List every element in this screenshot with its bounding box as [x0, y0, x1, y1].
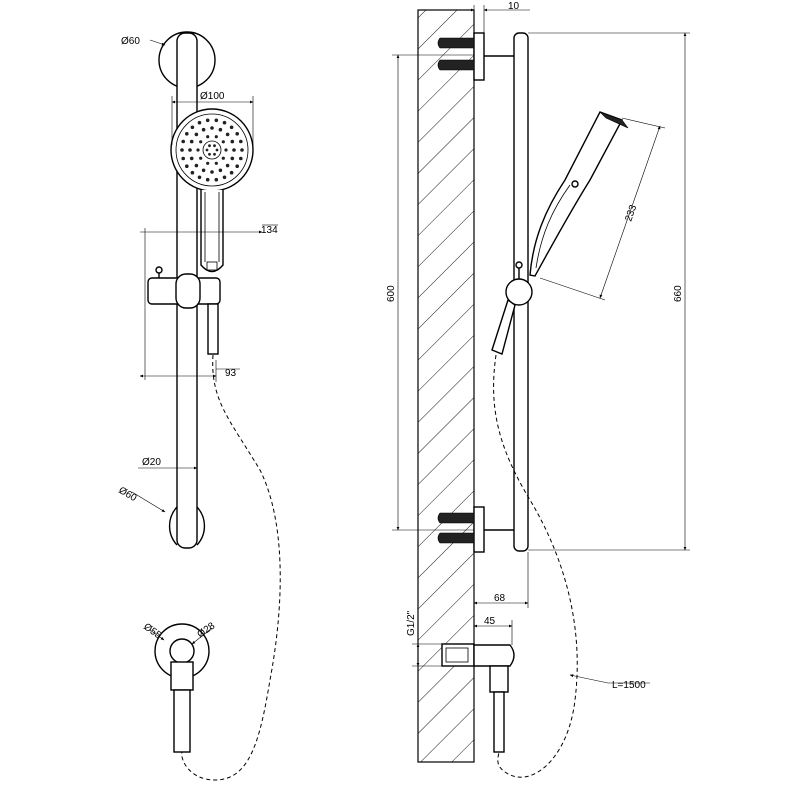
nozzle-dot — [194, 132, 199, 137]
dim-600-label: 600 — [386, 285, 397, 302]
nozzle-dot — [189, 156, 194, 161]
nozzle-dot — [214, 161, 218, 165]
nozzle-dot — [210, 170, 214, 174]
nozzle-dot — [222, 120, 227, 125]
wall-outlet-side — [441, 643, 515, 753]
nozzle-dot — [188, 148, 192, 152]
nozzle-dot — [235, 132, 239, 136]
dim-68-label: 68 — [494, 593, 506, 604]
nozzle-dot — [222, 175, 227, 180]
hand-shower-front — [170, 108, 254, 273]
nozzle-dot — [199, 156, 203, 160]
dim-93-label: 93 — [225, 368, 237, 379]
dim-g12-label: G1/2" — [406, 610, 417, 636]
nozzle-dot — [205, 148, 209, 152]
nozzle-dot — [185, 132, 189, 136]
nozzle-dot — [240, 148, 244, 152]
hose-side — [493, 354, 578, 778]
wall-section — [417, 9, 475, 763]
nozzle-dot — [229, 125, 234, 130]
nozzle-dot — [197, 175, 202, 180]
nozzle-dot — [213, 144, 216, 148]
dim-hose-length-label: L=1500 — [612, 680, 646, 691]
nozzle-dot — [230, 156, 235, 161]
nozzle-dot — [225, 163, 230, 168]
nozzle-dot — [181, 156, 185, 161]
nozzle-dot — [199, 140, 203, 144]
nozzle-dot — [239, 139, 243, 144]
bottom-bracket-front — [168, 506, 206, 546]
dim-dia28-label: Ø28 — [195, 620, 217, 640]
nozzle-dot — [194, 163, 199, 168]
nozzle-dot — [214, 118, 219, 123]
nozzle-dot — [190, 170, 195, 175]
dim-dia60-top-label: Ø60 — [121, 36, 140, 47]
dim-134-label: 134 — [261, 225, 278, 236]
nozzle-dot — [221, 140, 225, 144]
nozzle-dot — [225, 132, 230, 137]
nozzle-dot — [185, 164, 189, 168]
nozzle-dot — [205, 177, 210, 182]
nozzle-dot — [189, 139, 194, 144]
dim-10-label: 10 — [508, 1, 520, 12]
top-bracket-side — [437, 32, 514, 81]
slider-holder-side — [491, 261, 533, 355]
front-view: Ø60 Ø100 134 93 Ø20 Ø60 Ø55 Ø28 — [117, 31, 281, 781]
nozzle-dot — [232, 148, 236, 152]
nozzle-dot — [190, 125, 195, 130]
nozzle-dot — [196, 148, 200, 152]
dim-45-label: 45 — [484, 616, 496, 627]
dim-dia20-label: Ø20 — [142, 457, 161, 468]
nozzle-dot — [180, 148, 184, 152]
nozzle-dot — [214, 177, 219, 182]
dim-660-label: 660 — [673, 285, 684, 302]
wall-outlet-front — [154, 623, 210, 753]
nozzle-dot — [210, 126, 214, 130]
nozzle-dot — [229, 170, 234, 175]
side-dimensions — [392, 5, 690, 684]
front-dimensions — [131, 39, 278, 645]
nozzle-dot — [230, 139, 235, 144]
nozzle-dot — [208, 144, 211, 148]
dim-233-label: 233 — [623, 203, 639, 223]
nozzle-dot — [224, 148, 228, 152]
nozzle-dot — [206, 135, 210, 139]
nozzle-dot — [214, 135, 218, 139]
nozzle-dot — [181, 139, 185, 144]
dim-dia60-bottom-label: Ø60 — [117, 485, 139, 504]
nozzle-dot — [221, 156, 225, 160]
slider-holder-front — [147, 266, 221, 355]
hand-shower-side — [529, 111, 629, 277]
nozzle-dot — [235, 164, 239, 168]
side-view: 10 233 600 660 68 45 G1/2" L=1500 — [386, 1, 690, 778]
dim-dia100-label: Ø100 — [200, 91, 225, 102]
nozzle-dot — [213, 152, 216, 156]
nozzle-dot — [205, 118, 210, 123]
nozzle-dot — [201, 127, 206, 132]
nozzle-dot — [201, 168, 206, 173]
nozzle-dot — [218, 127, 223, 132]
bottom-bracket-side — [437, 506, 514, 553]
shower-nozzles — [180, 118, 244, 182]
nozzle-dot — [239, 156, 243, 161]
hose-front — [181, 354, 281, 781]
nozzle-dot — [218, 168, 223, 173]
nozzle-dot — [215, 148, 219, 152]
nozzle-dot — [206, 161, 210, 165]
nozzle-dot — [208, 152, 211, 156]
nozzle-dot — [197, 120, 202, 125]
